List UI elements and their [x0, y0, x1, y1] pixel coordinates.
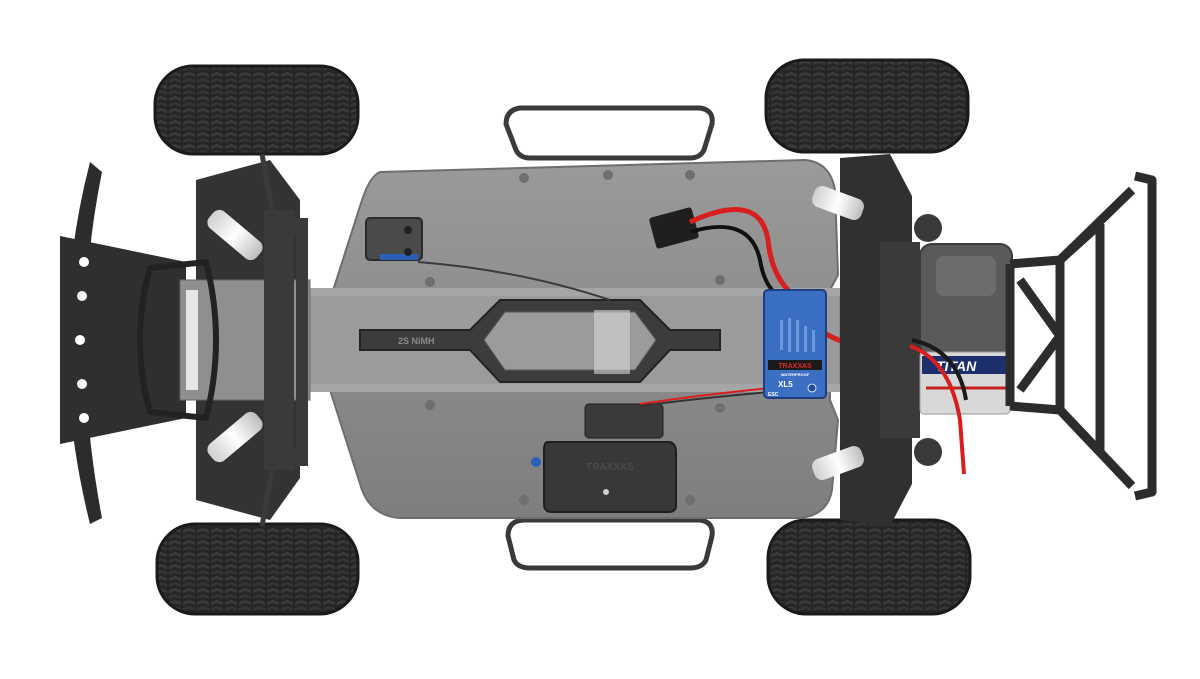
transmission — [919, 243, 1013, 357]
tire-front-right — [155, 522, 360, 616]
front-shock-left — [207, 209, 263, 261]
front-bumper — [60, 162, 186, 524]
esc-waterproof-label: WATERPROOF — [781, 372, 810, 377]
tire-rear-left — [764, 58, 970, 154]
esc-brand-label: TRAXXAS — [778, 363, 812, 370]
tire-front-left — [153, 64, 360, 156]
rear-shock-left — [812, 186, 864, 220]
tire-rear-right — [766, 518, 972, 616]
esc-module: TRAXXAS WATERPROOF XL5 ESC — [763, 289, 827, 399]
motor-wire-red — [909, 344, 966, 475]
rear-shock-right — [812, 446, 864, 480]
servo-box — [365, 217, 423, 261]
wire-bundle — [594, 310, 630, 374]
receiver-box-emboss: TRAXXAS — [586, 462, 634, 473]
motor-wire-black — [911, 338, 968, 401]
receiver-box: TRAXXAS — [531, 403, 677, 513]
front-steering-links — [259, 153, 279, 527]
battery-strap-top — [503, 105, 715, 161]
rear-bumper — [1005, 171, 1157, 501]
battery-connector — [649, 207, 863, 349]
battery-strap-bottom — [505, 517, 715, 571]
front-suspension — [137, 160, 311, 520]
esc-tag-label: ESC — [768, 392, 779, 398]
motor-brand-label: TITAN — [936, 358, 977, 374]
rear-suspension — [840, 154, 942, 526]
front-shock-right — [207, 411, 263, 463]
battery-strap-label: 2S NiMH — [398, 336, 435, 346]
esc-model-label: XL5 — [778, 380, 793, 389]
